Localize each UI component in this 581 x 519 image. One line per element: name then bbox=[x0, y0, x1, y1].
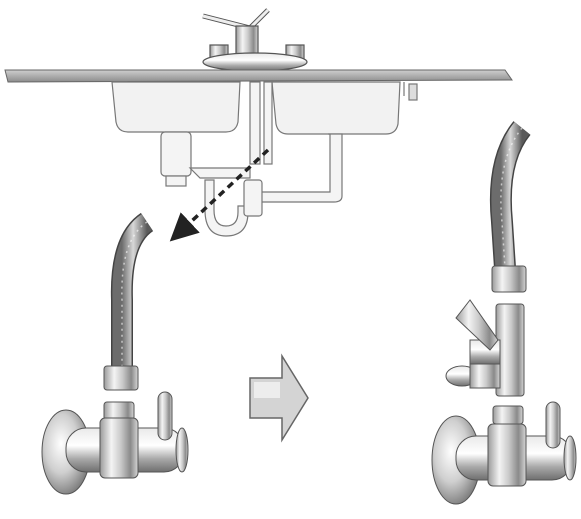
valve-handle-after bbox=[545, 401, 561, 449]
hose-nut-after bbox=[491, 265, 527, 293]
right-arrow-icon bbox=[249, 353, 309, 443]
countertop bbox=[4, 69, 513, 83]
coupling-after bbox=[492, 405, 524, 425]
drain-pipes bbox=[160, 81, 343, 237]
valve-handle-before bbox=[157, 391, 173, 441]
angle-valve-after bbox=[431, 121, 577, 505]
diverter-tee bbox=[445, 299, 525, 397]
coupling-before bbox=[103, 401, 135, 421]
dashed-arrow-icon bbox=[169, 148, 270, 242]
angle-valve-before bbox=[41, 212, 189, 495]
faucet-icon bbox=[202, 8, 308, 72]
double-sink-icon bbox=[111, 81, 418, 135]
hose-nut-before bbox=[103, 365, 139, 391]
sink-assembly bbox=[4, 8, 513, 242]
